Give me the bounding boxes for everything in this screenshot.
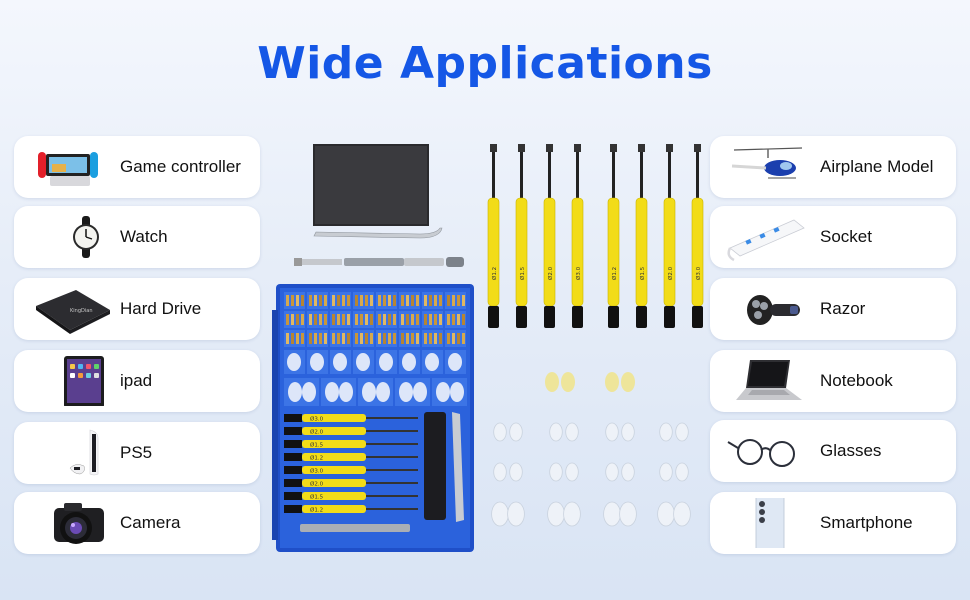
card-game-controller: Game controller (14, 136, 260, 198)
card-notebook: Notebook (710, 350, 956, 412)
driver-size-label: Ø1.2 (491, 267, 498, 280)
tablet-icon (64, 356, 104, 406)
large-driver-set: Ø1.2 Ø1.5 Ø2.0 Ø3.0 Ø1.2 Ø1.5 Ø2.0 Ø3.0 (487, 144, 704, 328)
card-label: Razor (820, 299, 866, 318)
large-driver: Ø3.0 (571, 144, 584, 328)
driver-size-label: Ø1.2 (310, 455, 323, 462)
driver-size-label: Ø2.0 (310, 429, 324, 436)
large-driver: Ø1.2 (487, 144, 500, 328)
card-label: PS5 (120, 443, 153, 462)
driver-size-label: Ø1.2 (310, 507, 323, 514)
driver-size-label: Ø1.5 (639, 266, 646, 280)
cleaning-cloth (314, 145, 428, 225)
card-airplane-model: Airplane Model (710, 136, 956, 198)
large-driver: Ø2.0 (543, 144, 556, 328)
card-label: ipad (120, 371, 153, 390)
laptop-icon (736, 360, 802, 400)
card-ps5: PS5 (14, 422, 260, 484)
hard-drive-icon: KingDian (36, 290, 110, 334)
power-strip-icon (727, 219, 805, 262)
case-driver: Ø2.0 (284, 479, 418, 488)
case-driver-handle (300, 524, 410, 532)
watch-icon (73, 216, 99, 258)
card-label: Glasses (820, 441, 882, 460)
card-label: Watch (120, 227, 168, 246)
case-driver: Ø2.0 (284, 427, 418, 436)
driver-size-label: Ø1.5 (519, 266, 526, 280)
card-label: Socket (820, 227, 872, 246)
card-socket: Socket (710, 206, 956, 268)
tweezers (313, 227, 443, 239)
driver-size-label: Ø3.0 (695, 266, 702, 280)
card-label: Airplane Model (820, 157, 934, 176)
driver-size-label: Ø1.2 (611, 267, 618, 280)
storage-case: Ø3.0Ø2.0Ø1.5Ø1.2Ø3.0Ø2.0Ø1.5Ø1.2 (272, 284, 474, 552)
driver-size-label: Ø1.5 (310, 494, 324, 501)
driver-size-label: Ø2.0 (547, 266, 554, 280)
case-driver: Ø3.0 (284, 466, 418, 475)
glasses-icon (727, 439, 795, 467)
card-label: Game controller (120, 157, 241, 176)
driver-size-label: Ø3.0 (575, 266, 582, 280)
card-glasses: Glasses (710, 420, 956, 482)
card-label: Camera (120, 513, 181, 532)
case-driver: Ø1.2 (284, 505, 418, 514)
card-hard-drive: KingDian Hard Drive (14, 278, 260, 340)
driver-size-label: Ø2.0 (310, 481, 324, 488)
case-tweezers (452, 412, 464, 522)
large-driver: Ø3.0 (691, 144, 704, 328)
large-driver: Ø1.5 (515, 144, 528, 328)
driver-size-label: Ø1.5 (310, 442, 324, 449)
card-razor: Razor (710, 278, 956, 340)
card-label: Hard Drive (120, 299, 202, 318)
svg-text:KingDian: KingDian (70, 308, 92, 314)
page-title: Wide Applications (257, 38, 713, 89)
case-driver: Ø1.2 (284, 453, 418, 462)
game-console-icon (38, 152, 98, 186)
precision-driver-handle (294, 257, 464, 267)
driver-size-label: Ø3.0 (310, 416, 324, 423)
large-driver: Ø1.5 (635, 144, 648, 328)
large-driver: Ø1.2 (607, 144, 620, 328)
card-label: Smartphone (820, 513, 913, 532)
large-driver: Ø2.0 (663, 144, 676, 328)
case-driver: Ø1.5 (284, 492, 418, 501)
driver-size-label: Ø2.0 (667, 266, 674, 280)
razor-icon (747, 295, 800, 325)
nose-pad-set (491, 372, 691, 527)
case-driver: Ø1.5 (284, 440, 418, 449)
camera-icon (54, 503, 104, 544)
card-ipad: ipad (14, 350, 260, 412)
smartphone-icon (755, 498, 785, 548)
card-smartphone: Smartphone (710, 492, 956, 554)
card-label: Notebook (820, 371, 893, 390)
case-cloth (424, 412, 446, 520)
driver-size-label: Ø3.0 (310, 468, 324, 475)
card-watch: Watch (14, 206, 260, 268)
ps5-console-icon (69, 429, 99, 476)
helicopter-icon (731, 147, 803, 179)
case-driver: Ø3.0 (284, 414, 418, 423)
card-camera: Camera (14, 492, 260, 554)
